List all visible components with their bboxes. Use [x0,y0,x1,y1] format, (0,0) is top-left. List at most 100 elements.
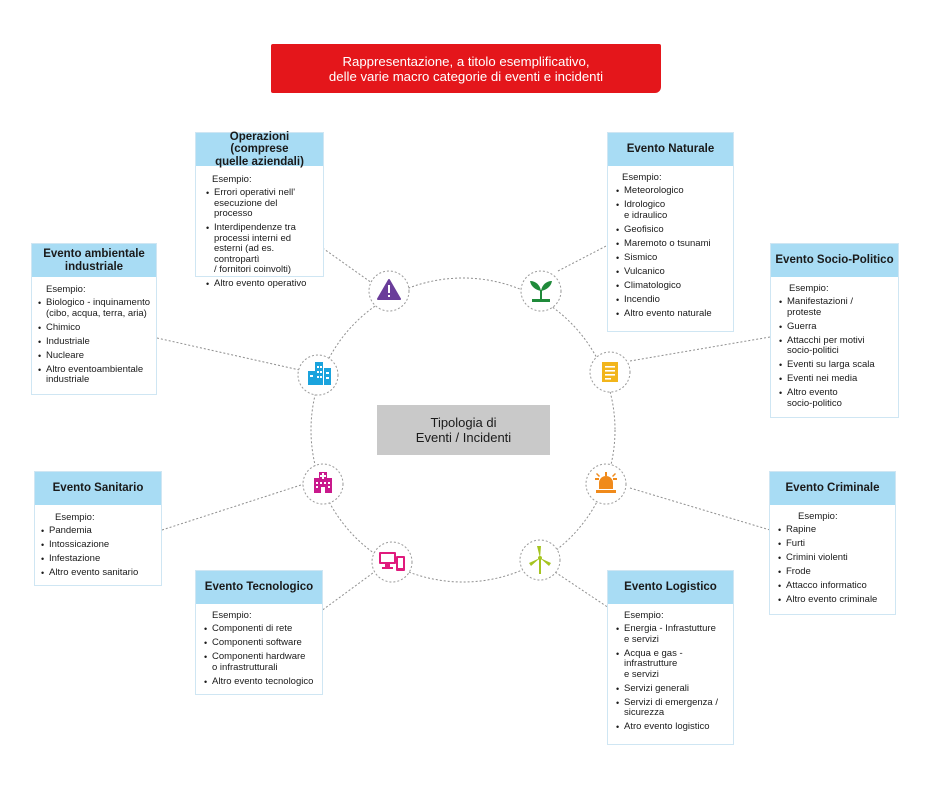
card-title-line-2: industriale [64,260,124,273]
list-item-line: esecuzione del processo [214,197,278,219]
example-label: Esempio: [55,512,95,523]
list-item-line: Nucleare [46,349,85,361]
item-list: Rapine Furti Crimini violenti Frode Atta… [778,524,893,606]
list-item-line: Guerra [787,320,817,332]
list-item-line: Altro evento operativo [214,278,307,290]
list-item: Guerra [779,320,896,333]
list-item-line: Errori operativi nell' [214,187,296,198]
list-item-line: sicurezza [624,707,665,719]
devices-icon [379,552,405,571]
card-title: Evento Tecnologico [196,571,322,604]
list-item-line: Meteorologico [624,185,684,196]
list-item: Pandemia [41,525,159,537]
card-title: Evento Sanitario [35,472,161,505]
example-label: Esempio: [798,511,838,522]
list-item-line: esterni (ad es. contropartì [214,243,275,265]
list-item-line: Altro eventoambientale [46,363,144,375]
list-item: Intossicazione [41,540,159,551]
card-naturale: Evento Naturale Esempio: Meteorologico I… [607,132,734,332]
hospital-icon [314,472,332,493]
list-item: Sismico [616,252,729,264]
list-item-line: Interdipendenze tra [214,222,296,234]
list-item: Altro evento criminale [778,595,893,606]
list-item-line: e servizi [624,668,659,680]
card-socio-politico: Evento Socio-Politico Esempio: Manifesta… [770,243,899,418]
item-list: Pandemia Intossicazione Infestazione Alt… [41,525,159,579]
list-item-line: Eventi nei media [787,373,858,385]
card-title: Evento ambientale industriale [32,244,156,277]
central-node: Tipologia di Eventi / Incidenti [377,405,550,455]
list-item: Errori operativi nell'esecuzione del pro… [206,187,317,220]
example-label: Esempio: [624,610,664,621]
central-node-line-2: Eventi / Incidenti [415,430,512,445]
list-item-line: Intossicazione [49,539,110,551]
list-item-line: Pandemia [49,525,92,536]
card-ambientale: Evento ambientale industriale Esempio: B… [31,243,157,395]
list-item: Eventi su larga scala [779,360,896,371]
banner-line-2: delle varie macro categorie di eventi e … [328,68,604,84]
list-item: Rapine [778,524,893,536]
item-list: Biologico - inquinamento(cibo, acqua, te… [38,297,154,386]
list-item-line: Frode [786,566,811,578]
list-item-line: Altro evento sanitario [49,567,139,579]
list-item-line: (cibo, acqua, terra, aria) [46,307,147,319]
list-item-line: Maremoto o tsunami [624,237,711,249]
list-item-line: Acqua e gas - [624,647,683,659]
list-item-line: infrastrutture [624,658,678,670]
item-list: Manifestazioni /proteste Guerra Attacchi… [779,296,896,409]
list-item: Altro evento operativo [206,279,317,290]
banner-line-1: Rappresentazione, a titolo esemplificati… [342,53,590,69]
list-item: Frode [778,567,893,578]
list-item-line: Componenti di rete [212,623,293,634]
card-title-line-2: quelle aziendali) [215,155,304,168]
list-item-line: Attacchi per motivi [787,334,865,346]
card-title: Operazioni (comprese quelle aziendali) [196,131,323,168]
list-item: Altro evento sanitario [41,568,159,579]
card-title: Evento Criminale [770,472,895,505]
list-item: Maremoto o tsunami [616,237,729,250]
item-list: Componenti di rete Componenti software C… [204,623,320,687]
list-item-line: Industriale [46,335,90,347]
list-item: Vulcanico [616,266,729,278]
card-title: Evento Naturale [608,133,733,166]
list-item-line: e servizi [624,633,659,645]
card-tecnologico: Evento Tecnologico Esempio: Componenti d… [195,570,323,695]
list-item: Manifestazioni /proteste [779,296,896,318]
example-label: Esempio: [46,284,86,295]
list-item: Meteorologico [616,185,729,197]
list-item: Geofisico [616,224,729,236]
list-item-line: o infrastrutturali [212,661,278,673]
list-item-line: e idraulico [624,209,668,221]
plant-icon [530,281,552,302]
list-item: Industriale [38,335,154,348]
list-item-line: Manifestazioni / [787,296,854,307]
list-item-line: Componenti software [212,637,302,649]
document-icon [602,362,618,382]
list-item-line: Eventi su larga scala [787,359,875,371]
list-item: Atro evento logistico [616,722,731,733]
list-item: Attacco informatico [778,581,893,592]
list-item-line: Climatologico [624,280,682,292]
list-item-line: Rapine [786,524,817,535]
card-sanitario: Evento Sanitario Esempio: Pandemia Intos… [34,471,162,586]
card-title-line-1: Evento ambientale [43,248,145,260]
list-item: Biologico - inquinamento(cibo, acqua, te… [38,297,154,319]
list-item: Climatologico [616,281,729,292]
example-label: Esempio: [622,172,662,183]
list-item-line: Altro evento tecnologico [212,675,314,687]
list-item-line: Componenti hardware [212,651,306,663]
list-item-line: Idrologico [624,199,666,211]
list-item-line: Servizi generali [624,682,689,694]
list-item: Incendio [616,295,729,306]
diagram-banner: Rappresentazione, a titolo esemplificati… [271,44,661,93]
list-item: Nucleare [38,349,154,362]
list-item-line: industriale [46,374,90,386]
list-item: Servizi di emergenza /sicurezza [616,697,731,719]
